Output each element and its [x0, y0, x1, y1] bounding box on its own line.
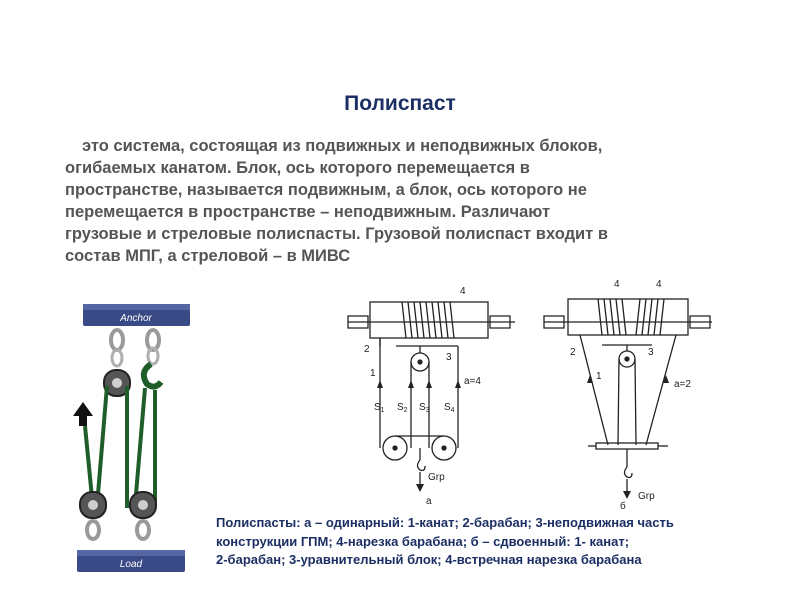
pulley-photo-illustration: Anchor Load: [73, 304, 190, 572]
caption-line: конструкции ГПМ; 4-нарезка барабана; б –…: [216, 533, 630, 549]
shackle-icon: [145, 328, 161, 352]
caption-line: Полиспасты: а – одинарный: 1-канат; 2-ба…: [216, 515, 674, 530]
figure-caption: Полиспасты: а – одинарный: 1-канат; 2-ба…: [216, 514, 796, 570]
load-label: Grp: [428, 472, 445, 483]
callout: 4: [460, 286, 466, 297]
callout: 2: [364, 344, 370, 355]
intro-line: это система, состоящая из подвижных и не…: [82, 137, 603, 155]
intro-line: огибаемых канатом. Блок, ось которого пе…: [65, 159, 530, 177]
force-label: S1: [374, 402, 385, 414]
callout: 1: [370, 368, 376, 379]
callout: 3: [446, 352, 452, 363]
load-label: Grp: [638, 491, 655, 502]
rope: [579, 334, 609, 446]
force-label: S4: [444, 402, 455, 414]
caption-line: 2-барабан; 3-уравнительный блок; 4-встре…: [216, 552, 642, 567]
hook-traverse: [595, 442, 659, 450]
intro-paragraph: это система, состоящая из подвижных и не…: [65, 135, 765, 267]
load-arrow-icon: [623, 491, 631, 499]
ratio-label: a=4: [464, 376, 481, 387]
shackle-icon: [135, 519, 151, 541]
hook-icon: [140, 361, 164, 390]
intro-line: состав МПГ, а стреловой – в МИВС: [65, 247, 351, 265]
pull-arrow-icon: [73, 402, 93, 426]
shackle-icon: [109, 328, 125, 352]
callout: 2: [570, 347, 576, 358]
force-label: S3: [419, 402, 430, 414]
diagram-letter: б: [620, 500, 626, 512]
load-label: Load: [120, 559, 143, 570]
diagram-single-polyspast: 4 2 3 1 a=4 S1 S2 S3 S4 Grp a: [347, 286, 515, 507]
ratio-label: a=2: [674, 379, 691, 390]
force-label: S2: [397, 402, 408, 414]
diagram-double-polyspast: 4 4 2 3 1 a=2 Grp б: [543, 279, 712, 512]
hook-icon: [623, 466, 633, 479]
drum: [369, 301, 489, 339]
callout: 1: [596, 371, 602, 382]
callout: 4: [614, 279, 620, 290]
intro-line: пространстве, называется подвижным, а бл…: [65, 181, 587, 199]
hook-icon: [416, 459, 426, 472]
callout: 3: [648, 347, 654, 358]
callout: 4: [656, 279, 662, 290]
shackle-icon: [85, 519, 101, 541]
page-title: Полиспаст: [344, 92, 456, 115]
anchor-label: Anchor: [119, 313, 152, 324]
intro-line: грузовые и стреловые полиспасты. Грузово…: [65, 225, 608, 243]
drum: [567, 298, 689, 336]
load-arrow-icon: [416, 484, 424, 492]
intro-line: перемещается в пространстве – неподвижны…: [65, 203, 551, 221]
diagram-letter: a: [426, 496, 432, 507]
